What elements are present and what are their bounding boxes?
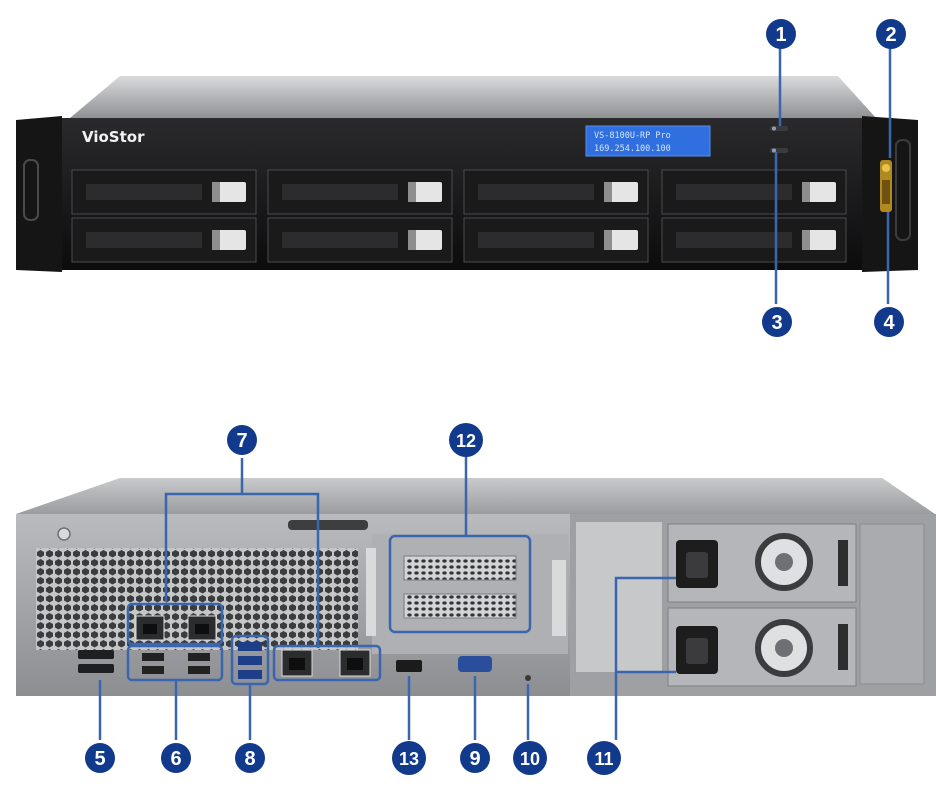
lcd-line-1: VS-8100U-RP Pro (594, 131, 671, 141)
lcd-panel (585, 125, 711, 157)
front-chassis-top (70, 76, 876, 118)
usb3-port-1 (238, 642, 262, 651)
svg-text:9: 9 (469, 748, 480, 770)
drive-bay-1 (71, 169, 257, 215)
svg-text:10: 10 (520, 749, 540, 769)
svg-text:6: 6 (170, 748, 181, 770)
drive-bay-5 (71, 217, 257, 263)
usb3-port-3 (238, 670, 262, 679)
callout-13: 13 (392, 741, 426, 775)
callout-2: 2 (876, 19, 906, 49)
callout-10: 10 (513, 741, 547, 775)
lan-port-2 (187, 615, 217, 641)
esata-port-1 (78, 650, 114, 659)
usb2-port-2 (142, 666, 164, 674)
expansion-slot-2 (403, 593, 517, 619)
drive-bay-8 (661, 217, 847, 263)
left-ear-handle (23, 159, 39, 221)
callout-11: 11 (587, 741, 621, 775)
callout-badges: 1 2 3 4 5 6 7 8 (85, 19, 906, 775)
usb2-port-4 (188, 666, 210, 674)
callout-7: 7 (227, 425, 257, 455)
rear-view (16, 478, 936, 696)
callout-12: 12 (449, 423, 483, 457)
svg-text:8: 8 (244, 748, 255, 770)
drive-bay-3 (463, 169, 649, 215)
psu-handle-2 (838, 624, 848, 670)
right-ear-handle (895, 139, 911, 241)
callout-6: 6 (161, 743, 191, 773)
callout-5: 5 (85, 743, 115, 773)
psu-handle-1 (838, 540, 848, 586)
callout-8: 8 (235, 743, 265, 773)
svg-text:5: 5 (94, 748, 105, 770)
expansion-slot-1 (403, 555, 517, 581)
lcd-line-2: 169.254.100.100 (594, 144, 671, 154)
drive-bays (71, 169, 847, 263)
svg-text:4: 4 (883, 312, 895, 334)
usb3-port-2 (238, 656, 262, 665)
copy-button (882, 164, 890, 172)
status-led (772, 126, 776, 131)
callout-9: 9 (460, 743, 490, 773)
svg-text:11: 11 (594, 749, 613, 769)
svg-text:1: 1 (775, 24, 786, 46)
svg-text:7: 7 (236, 430, 247, 452)
front-view: VioStor VS-8100U-RP Pro 169.254.100.100 (16, 76, 918, 272)
callout-3: 3 (762, 307, 792, 337)
vga-port (458, 656, 492, 672)
chassis-screw (57, 527, 71, 541)
drive-bay-2 (267, 169, 453, 215)
rear-chassis-top (16, 478, 935, 514)
reset-button (525, 675, 531, 681)
svg-text:3: 3 (771, 312, 782, 334)
svg-text:12: 12 (456, 431, 476, 451)
callout-lines (98, 48, 892, 740)
hdmi-port (396, 660, 422, 672)
callout-4: 4 (874, 307, 904, 337)
usb2-port-1 (142, 653, 164, 661)
usb2-port-3 (188, 653, 210, 661)
svg-text:13: 13 (399, 749, 419, 769)
drive-bay-6 (267, 217, 453, 263)
callout-1: 1 (766, 19, 796, 49)
power-led (772, 148, 776, 153)
brand-logo: VioStor (82, 128, 145, 146)
drive-bay-4 (661, 169, 847, 215)
drive-bay-7 (463, 217, 649, 263)
svg-text:2: 2 (885, 24, 896, 46)
esata-port-2 (78, 664, 114, 673)
